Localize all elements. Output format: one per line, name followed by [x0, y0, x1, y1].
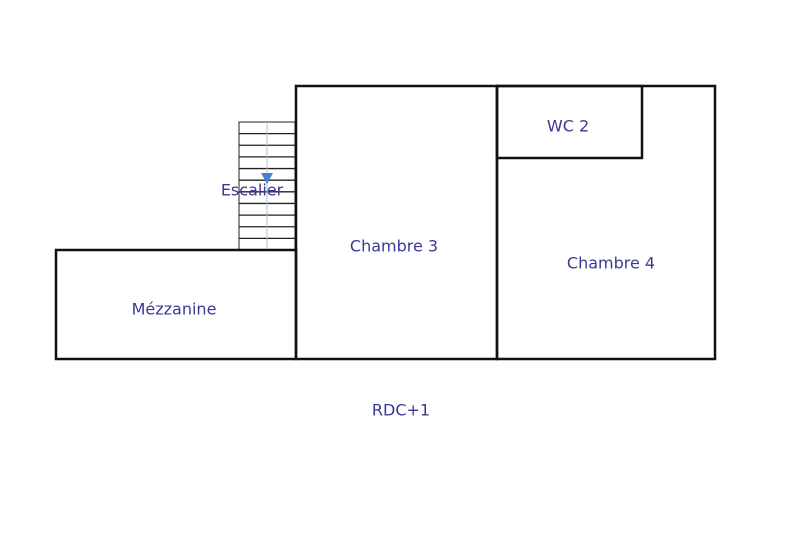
stair-arrow-icon — [261, 173, 273, 184]
floor-title: RDC+1 — [371, 400, 431, 420]
room-label-mezzanine: Mézzanine — [131, 299, 217, 319]
room-wc-2 — [495, 84, 644, 160]
room-label-chambre-4: Chambre 4 — [566, 253, 656, 273]
room-label-chambre-3: Chambre 3 — [349, 236, 439, 256]
room-chambre-3 — [294, 84, 499, 361]
room-chambre-4 — [495, 84, 717, 361]
rooms — [54, 84, 717, 361]
stair-label: Escalier — [220, 180, 284, 200]
room-label-wc-2: WC 2 — [546, 116, 590, 136]
